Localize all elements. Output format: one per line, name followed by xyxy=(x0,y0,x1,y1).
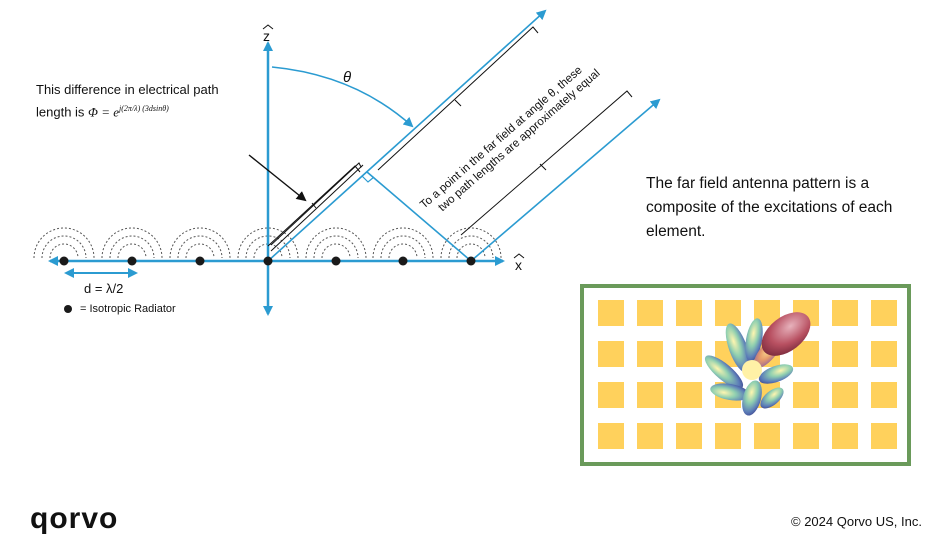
ray-element-outer xyxy=(470,98,661,262)
path-difference-exponent: j(2π/λ) (3dsinθ) xyxy=(119,104,169,113)
array-grid xyxy=(598,300,897,449)
array-element xyxy=(676,382,702,408)
array-element xyxy=(637,382,663,408)
theta-arc xyxy=(271,66,414,128)
lobe-side-2 xyxy=(704,355,744,389)
wavefront-arc xyxy=(305,227,367,259)
array-element xyxy=(598,300,624,326)
legend-label: = Isotropic Radiator xyxy=(80,303,176,315)
array-element xyxy=(637,341,663,367)
wavefront-arc xyxy=(109,235,155,259)
radiator-elements xyxy=(59,256,476,266)
path-difference-formula: Φ = e xyxy=(88,104,119,120)
isotropic-radiator-icon xyxy=(64,305,72,313)
lobe-side-5 xyxy=(758,364,794,384)
path-difference-brace-line xyxy=(267,165,361,247)
path-difference-pointer xyxy=(248,154,307,202)
array-element xyxy=(832,341,858,367)
path-difference-brace xyxy=(270,162,364,252)
array-element xyxy=(715,423,741,449)
array-element xyxy=(637,300,663,326)
path-difference-caption: This difference in electrical path lengt… xyxy=(36,80,276,121)
array-element xyxy=(871,300,897,326)
array-element xyxy=(871,423,897,449)
wavefront-arc xyxy=(440,227,502,259)
far-path-brace-2 xyxy=(460,90,633,236)
lobe-side-7 xyxy=(742,380,762,416)
wavefront-arc xyxy=(49,243,79,259)
path-difference-prefix: length is xyxy=(36,104,89,120)
isotropic-radiator xyxy=(195,256,205,266)
array-element xyxy=(793,423,819,449)
far-field-pattern-caption: The far field antenna pattern is a compo… xyxy=(646,175,893,240)
wavefront-arc xyxy=(388,243,418,259)
far-path-brace-1 xyxy=(377,26,539,171)
far-field-note-line1: To a point in the far field at angle θ, … xyxy=(418,64,585,211)
wavefront-arc xyxy=(372,227,434,259)
element-spacing-label: d = λ/2 xyxy=(84,281,124,296)
lobe-side-1 xyxy=(725,323,751,373)
isotropic-radiator xyxy=(398,256,408,266)
lobe-core xyxy=(742,360,762,380)
isotropic-radiator xyxy=(127,256,137,266)
lobe-side-8 xyxy=(760,387,784,409)
wavefront-arc xyxy=(185,243,215,259)
radiation-pattern xyxy=(704,312,811,416)
qorvo-logo: qorvo xyxy=(30,502,118,534)
logo-text: qorvo xyxy=(30,502,118,534)
wavefront-arc xyxy=(41,235,87,259)
array-element xyxy=(598,341,624,367)
wavefront-arc xyxy=(169,227,231,259)
array-element xyxy=(871,341,897,367)
wavefront-arc xyxy=(380,235,426,259)
wavefront-arc xyxy=(313,235,359,259)
x-axis-label: x xyxy=(515,257,522,273)
wavefront-arc xyxy=(245,235,291,259)
path-difference-line2: length is Φ = ej(2π/λ) (3dsinθ) xyxy=(36,99,276,121)
array-element xyxy=(676,300,702,326)
x-hat xyxy=(513,253,525,259)
array-element xyxy=(754,423,780,449)
array-element xyxy=(637,423,663,449)
array-element xyxy=(871,382,897,408)
z-axis-label: z xyxy=(263,28,270,44)
z-hat xyxy=(262,24,274,30)
lobe-side-3 xyxy=(745,318,763,362)
wavefront-arc xyxy=(101,227,163,259)
array-element xyxy=(598,423,624,449)
isotropic-radiator xyxy=(466,256,476,266)
copyright-notice: © 2024 Qorvo US, Inc. xyxy=(791,514,922,529)
isotropic-radiator xyxy=(263,256,273,266)
array-element xyxy=(793,382,819,408)
legend: = Isotropic Radiator xyxy=(64,303,176,315)
array-element xyxy=(832,382,858,408)
wavefront-arc xyxy=(321,243,351,259)
array-element xyxy=(715,300,741,326)
array-element xyxy=(676,341,702,367)
lobe-side-6 xyxy=(710,383,750,401)
theta-label: θ xyxy=(343,69,351,86)
wavefront-arc xyxy=(33,227,95,259)
wavefront-arc xyxy=(117,243,147,259)
array-element xyxy=(676,423,702,449)
array-element xyxy=(832,300,858,326)
far-field-note: To a point in the far field at angle θ, … xyxy=(418,64,602,214)
array-element xyxy=(598,382,624,408)
wavefront-perpendicular xyxy=(366,171,472,262)
isotropic-radiator xyxy=(331,256,341,266)
lobe-main xyxy=(761,312,811,356)
far-field-note-line2: two path lengths are approximately equal xyxy=(436,67,602,214)
path-difference-line1: This difference in electrical path xyxy=(36,82,219,97)
array-element xyxy=(832,423,858,449)
wavefront-arc xyxy=(177,235,223,259)
ray-element-center xyxy=(267,9,547,262)
wavefront-arc xyxy=(237,227,299,259)
isotropic-radiator xyxy=(59,256,69,266)
right-angle-marker xyxy=(361,175,375,183)
wavefront-arc xyxy=(448,235,494,259)
wavefront-arc xyxy=(456,243,486,259)
